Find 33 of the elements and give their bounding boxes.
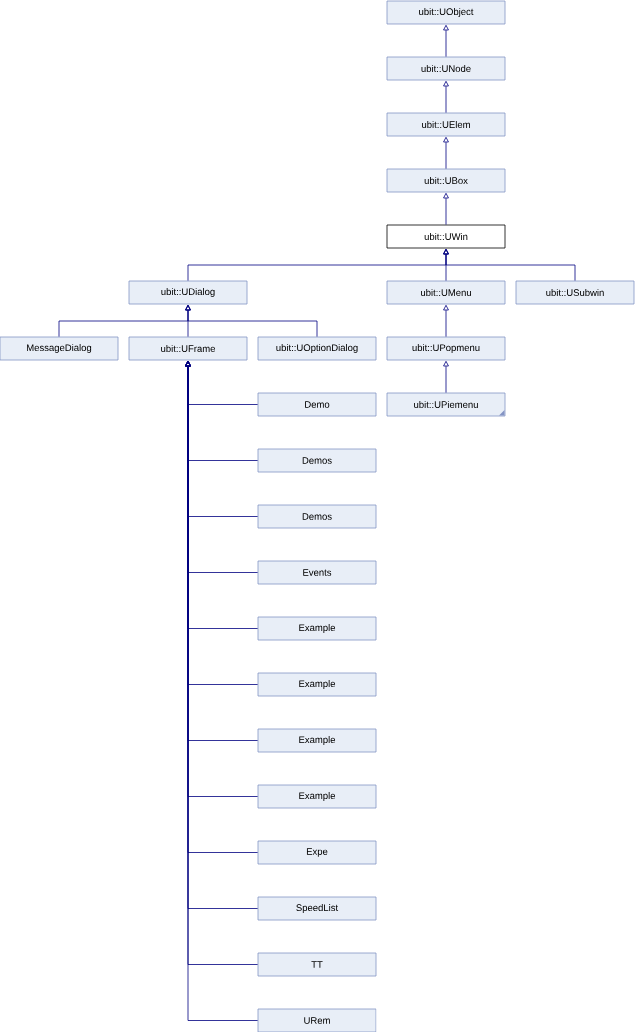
class-box: Example <box>257 728 377 753</box>
class-box: ubit::UOptionDialog <box>257 336 377 361</box>
arrow <box>443 304 449 337</box>
arrow <box>443 192 449 225</box>
class-box: ubit::UPiemenu <box>386 392 506 417</box>
class-box: Example <box>257 784 377 809</box>
arrow <box>443 248 576 281</box>
class-box: ubit::UWin <box>386 224 506 249</box>
arrow <box>185 304 318 337</box>
class-box: Example <box>257 672 377 697</box>
class-box: ubit::UObject <box>386 0 506 25</box>
class-box: ubit::UDialog <box>128 280 248 305</box>
class-box: ubit::USubwin <box>515 280 635 305</box>
class-box: SpeedList <box>257 896 377 921</box>
class-box: MessageDialog <box>0 336 119 361</box>
class-box: Events <box>257 560 377 585</box>
class-box: Expe <box>257 840 377 865</box>
arrow <box>443 136 449 169</box>
class-box: URem <box>257 1008 377 1032</box>
class-box: ubit::UPopmenu <box>386 336 506 361</box>
class-box: TT <box>257 952 377 977</box>
class-box: ubit::UBox <box>386 168 506 193</box>
class-box: Example <box>257 616 377 641</box>
arrow <box>443 80 449 113</box>
arrow <box>443 24 449 57</box>
class-box: Demos <box>257 448 377 473</box>
class-box: ubit::UMenu <box>386 280 506 305</box>
class-box: Demos <box>257 504 377 529</box>
class-box: ubit::UElem <box>386 112 506 137</box>
class-box: ubit::UNode <box>386 56 506 81</box>
class-box: Demo <box>257 392 377 417</box>
class-box: ubit::UFrame <box>128 336 248 361</box>
arrow <box>443 360 449 393</box>
